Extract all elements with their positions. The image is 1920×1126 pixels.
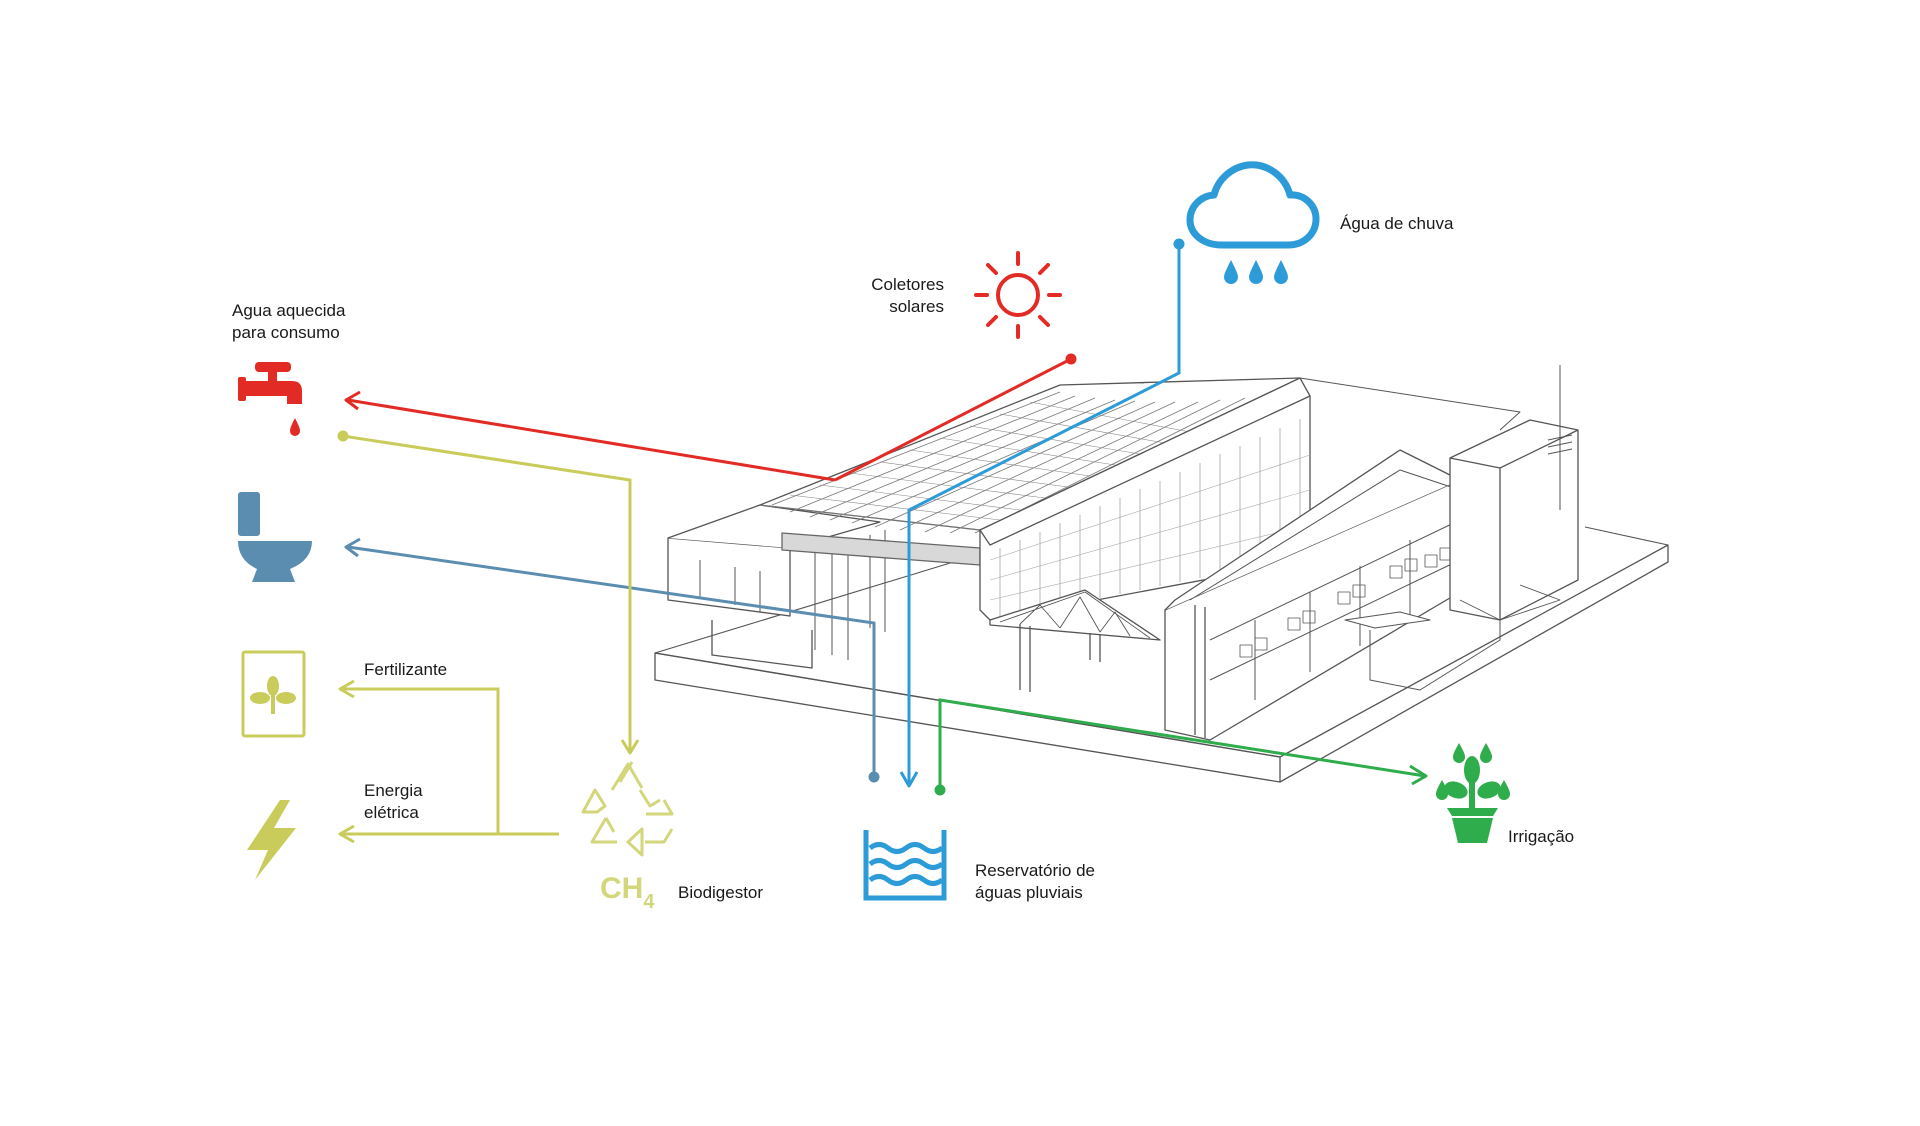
biodigester-label: Biodigestor (678, 882, 763, 904)
greywater-flow-line (344, 537, 880, 783)
irrigation-flow-line (934, 698, 1428, 796)
ch4-subscript: 4 (643, 891, 655, 913)
rain-water-label-text: Água de chuva (1340, 214, 1454, 233)
methane-label: CH4 (600, 872, 654, 913)
waste-flow-line (337, 430, 640, 755)
energy-label-line2: elétrica (364, 803, 419, 822)
rain-cloud-icon (1186, 161, 1320, 284)
fertilizer-label: Fertilizante (364, 659, 447, 681)
irrigation-label: Irrigação (1508, 826, 1574, 848)
solar-label-line2: solares (889, 297, 944, 316)
irrigation-label-text: Irrigação (1508, 827, 1575, 846)
water-reservoir-icon (863, 830, 947, 901)
reservoir-label-line1: Reservatório de (975, 861, 1096, 880)
sun-icon (974, 251, 1062, 339)
building-illustration (654, 365, 1669, 783)
watered-plant-icon (1436, 743, 1510, 843)
energy-label-line1: Energia (364, 781, 423, 800)
rain-water-label: Água de chuva (1340, 213, 1453, 235)
hot-water-label: Agua aquecida para consumo (232, 300, 345, 344)
fertilizer-bag-icon (241, 650, 306, 738)
ch4-text: CH (600, 872, 644, 905)
electric-energy-label: Energia elétrica (364, 780, 423, 824)
hot-water-flow-line (344, 353, 1077, 482)
reservoir-label-line2: águas pluviais (975, 883, 1083, 902)
fertilizer-label-text: Fertilizante (364, 660, 448, 679)
recycle-icon (581, 761, 674, 857)
rainwater-flow-line (899, 238, 1185, 788)
hot-water-label-line1: Agua aquecida (232, 301, 346, 320)
rainwater-reservoir-label: Reservatório de águas pluviais (975, 860, 1095, 904)
faucet-icon (238, 362, 302, 436)
lightning-icon (247, 800, 296, 880)
biodigester-output-lines (338, 679, 559, 844)
solar-label-line1: Coletores (871, 275, 944, 294)
hot-water-label-line2: para consumo (232, 323, 340, 342)
solar-collectors-label: Coletores solares (840, 274, 944, 318)
toilet-icon (238, 492, 312, 582)
biodigester-label-text: Biodigestor (678, 883, 764, 902)
